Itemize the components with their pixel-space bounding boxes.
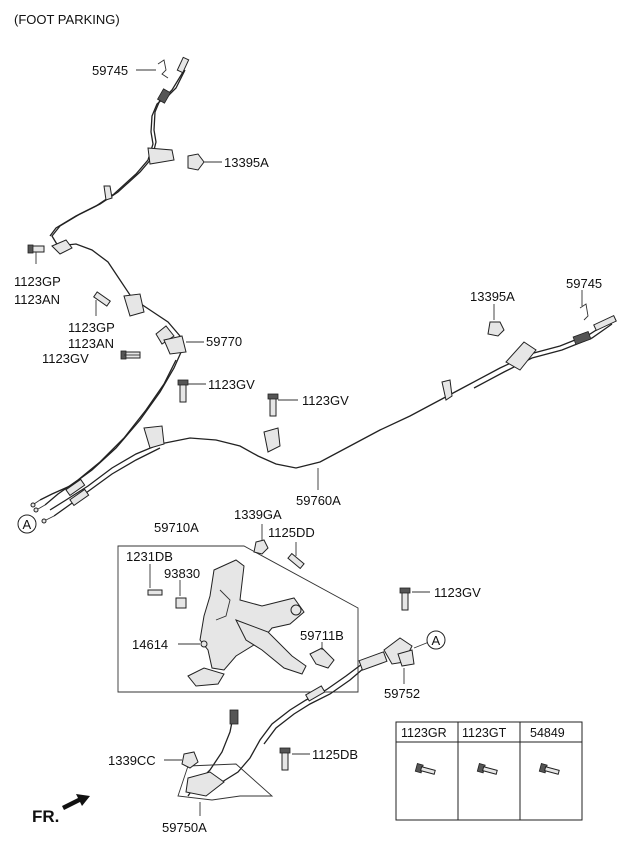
bracket-59750A [177,763,274,801]
svg-text:A: A [23,517,32,532]
ref-A-left: A [17,514,37,534]
bolt-1123GV-c [267,393,279,417]
nut-1339CC [181,751,199,769]
bolt-1123GP-a [27,244,45,254]
label-1339GA: 1339GA [234,507,282,522]
table-header-54849: 54849 [530,726,565,740]
nut-13395A-right [487,321,505,337]
label-1123GV-a: 1123GV [42,351,89,366]
label-59752: 59752 [384,686,420,701]
bolt-icon-1123GR [414,763,436,775]
label-1125DB: 1125DB [312,747,358,762]
label-1125DD: 1125DD [268,525,315,540]
clip-59745-top [157,59,169,79]
switch-93830 [175,597,187,609]
label-1123GV-b: 1123GV [208,377,255,392]
label-59745-top: 59745 [92,63,128,78]
pedal-assembly-59710A [117,545,359,693]
bolt-1125DD [287,552,305,570]
label-59745-right: 59745 [566,276,602,291]
table-header-1123GT: 1123GT [462,726,507,740]
clip-59745-right [579,303,589,321]
bracket-59752 [358,637,415,671]
label-93830: 93830 [164,566,200,581]
label-1123GP-a: 1123GP [14,274,61,289]
bolt-1125DB [279,747,291,771]
part-14614 [200,640,208,648]
label-14614: 14614 [132,637,168,652]
bolt-1123GP-b [93,291,111,307]
screw-1231DB [147,589,163,596]
fr-arrow-icon [62,794,90,810]
label-1123GV-d: 1123GV [434,585,481,600]
clip-59711B [309,647,335,669]
label-13395A-top: 13395A [224,155,269,170]
cable-end-top [176,56,190,74]
label-59710A: 59710A [154,520,199,535]
label-59760A: 59760A [296,493,341,508]
cable-59760A [41,303,617,524]
cable-59770 [30,56,190,513]
leader-lines [35,69,583,816]
bolt-1123GV-b [177,379,189,403]
svg-text:A: A [432,633,441,648]
label-13395A-right: 13395A [470,289,515,304]
ref-A-right: A [426,630,446,650]
label-59770: 59770 [206,334,242,349]
cable-59750A [177,663,365,801]
label-1123AN-a: 1123AN [14,292,60,307]
table-header-1123GR: 1123GR [401,726,447,740]
nut-13395A-top [187,153,205,171]
assembly-outline [117,545,359,693]
label-59711B: 59711B [300,628,344,643]
fr-label: FR. [32,807,59,826]
label-59750A: 59750A [162,820,207,835]
cable-end-right [593,314,617,332]
label-1123AN-b: 1123AN [68,336,114,351]
bolt-1123GV-d [399,587,411,611]
bolt-icon-54849 [538,763,560,775]
label-1231DB: 1231DB [126,549,173,564]
nut-1339GA [253,539,269,555]
label-1123GP-b: 1123GP [68,320,115,335]
label-1123GV-c: 1123GV [302,393,349,408]
bolt-icon-1123GT [476,763,498,775]
diagram-title: (FOOT PARKING) [14,12,120,27]
label-1339CC: 1339CC [108,753,156,768]
front-direction-indicator: FR. [32,794,90,826]
parts-table: 1123GR 1123GT 54849 [395,721,583,821]
